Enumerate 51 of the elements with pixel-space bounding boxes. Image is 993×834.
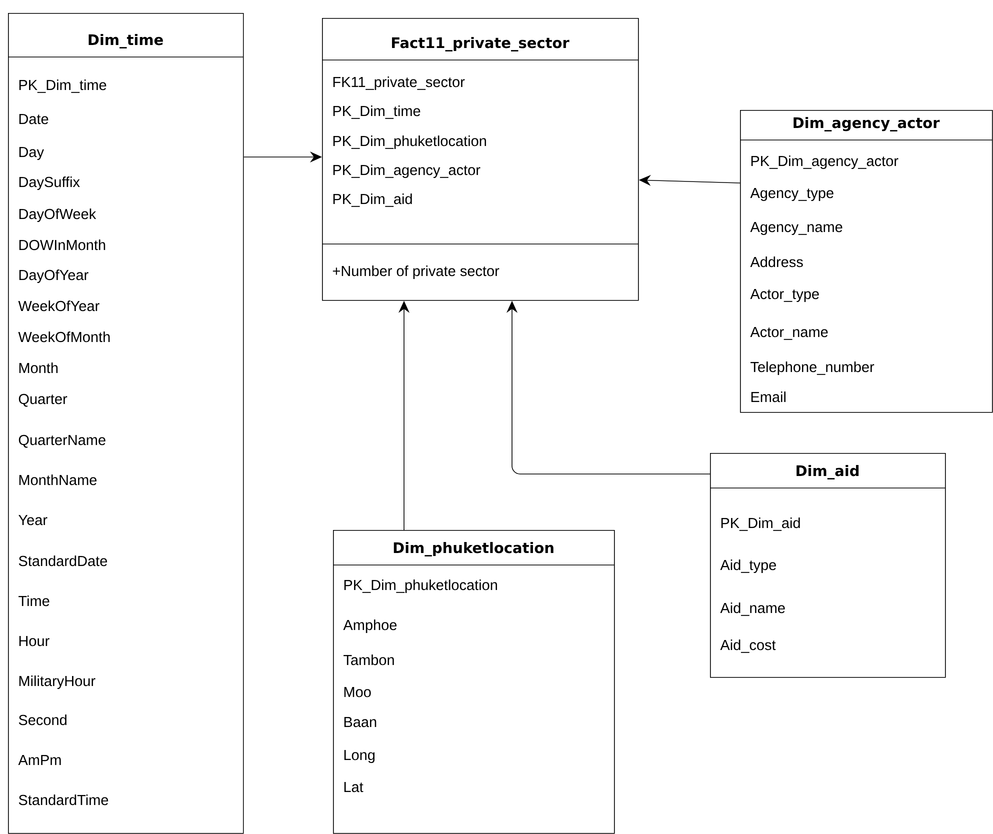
field-name: PK_Dim_time [333, 106, 420, 119]
table-title: Dim_phuketlocation [394, 542, 554, 556]
field-name: PK_Dim_aid [721, 518, 800, 531]
field-name: DaySuffix [19, 176, 80, 190]
field-name: Aid_name [720, 602, 785, 616]
field-name: Day [19, 147, 44, 160]
field-name: PK_Dim_aid [333, 193, 412, 207]
field-name: QuarterName [18, 434, 106, 448]
field-name: Long [344, 750, 375, 763]
field-name: StandardTime [18, 794, 108, 806]
field-name: Agency_name [750, 222, 842, 235]
field-name: PK_Dim_phuketlocation [333, 136, 486, 149]
field-name: Email [751, 391, 786, 402]
field-name: Actor_type [750, 289, 819, 302]
field-name: Amphoe [343, 619, 397, 633]
field-name: DayOfYear [19, 270, 88, 283]
field-name: Hour [19, 636, 50, 646]
field-name: AmPm [18, 755, 61, 765]
field-name: Moo [344, 687, 371, 698]
field-name: DOWInMonth [19, 240, 106, 250]
field-name: FK11_private_sector [333, 76, 465, 90]
field-name: Second [18, 714, 66, 726]
field-name: DayOfWeek [19, 208, 96, 222]
field-name: PK_Dim_phuketlocation [344, 579, 497, 593]
field-name: MonthName [19, 474, 97, 486]
field-name: Baan [344, 717, 376, 728]
field-name: WeekOfMonth [18, 332, 110, 342]
field-name: Time [18, 596, 50, 606]
field-name: Quarter [18, 394, 68, 407]
field-name: Address [750, 256, 803, 268]
field-name: Year [18, 515, 48, 526]
field-name: MilitaryHour [19, 676, 96, 689]
table-title: Dim_agency_actor [794, 116, 940, 132]
field-name: StandardDate [18, 556, 108, 566]
field-name: WeekOfYear [18, 300, 100, 312]
field-name: Actor_name [750, 327, 828, 340]
field-name: PK_Dim_agency_actor [751, 156, 898, 169]
field-name: Lat [344, 782, 364, 792]
field-name: +Number of private sector [332, 265, 500, 279]
field-name: Month [19, 362, 58, 374]
field-name: Tambon [344, 654, 394, 666]
field-name: PK_Dim_agency_actor [333, 164, 480, 178]
field-name: Aid_type [720, 560, 776, 573]
field-name: Aid_cost [720, 640, 776, 653]
field-name: PK_Dim_time [19, 80, 106, 93]
table-title: Dim_time [88, 34, 163, 48]
field-name: Telephone_number [750, 362, 874, 375]
table-title: Fact11_private_sector [392, 36, 570, 52]
field-name: Date [19, 114, 48, 124]
field-name: Agency_type [750, 188, 834, 201]
table-title: Dim_aid [796, 464, 859, 480]
